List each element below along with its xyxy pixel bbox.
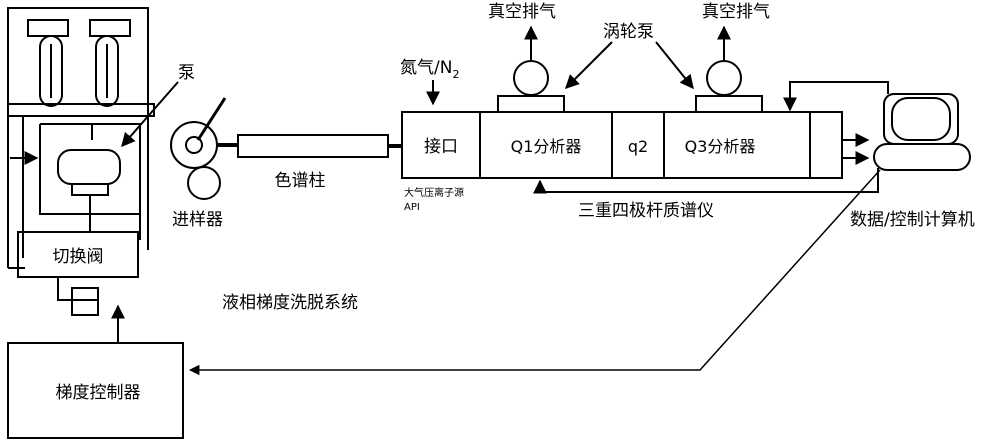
lc-system-label: 液相梯度洗脱系统 bbox=[222, 293, 358, 313]
column-box bbox=[237, 134, 389, 158]
api-label-line1: 大气压离子源 bbox=[404, 186, 464, 199]
nitrogen-label: 氮气/N2 bbox=[400, 58, 459, 81]
gradient-controller-box bbox=[7, 342, 184, 439]
bottle-shelf bbox=[7, 103, 155, 117]
solvent-bottle-left-icon bbox=[27, 19, 69, 107]
triple-quad-label: 三重四极杆质谱仪 bbox=[578, 201, 714, 221]
computer-icon bbox=[873, 93, 971, 171]
injector-label: 进样器 bbox=[172, 210, 223, 230]
mass-spectrometer bbox=[401, 111, 843, 179]
switch-valve-box bbox=[17, 231, 139, 278]
switch-valve-label: 切换阀 bbox=[53, 247, 104, 267]
q1-label: Q1分析器 bbox=[511, 137, 582, 156]
vacuum-right-label: 真空排气 bbox=[702, 2, 770, 22]
injector-icon bbox=[170, 97, 227, 200]
pump-label: 泵 bbox=[178, 63, 195, 83]
lc-module bbox=[7, 7, 155, 316]
api-label-line2: API bbox=[404, 202, 420, 213]
computer-label: 数据/控制计算机 bbox=[850, 210, 975, 230]
turbo-pump-label: 涡轮泵 bbox=[603, 22, 654, 42]
interface-label: 接口 bbox=[424, 137, 458, 157]
q2-label: q2 bbox=[628, 137, 648, 156]
solvent-bottle-right-icon bbox=[89, 19, 131, 107]
gradient-controller-label: 梯度控制器 bbox=[56, 383, 141, 403]
column-label: 色谱柱 bbox=[275, 171, 326, 191]
turbo-pump-left-icon bbox=[497, 60, 565, 113]
q3-label: Q3分析器 bbox=[685, 137, 756, 156]
vacuum-left-label: 真空排气 bbox=[488, 2, 556, 22]
turbo-pump-right-icon bbox=[695, 60, 763, 113]
pump-icon bbox=[57, 149, 121, 232]
